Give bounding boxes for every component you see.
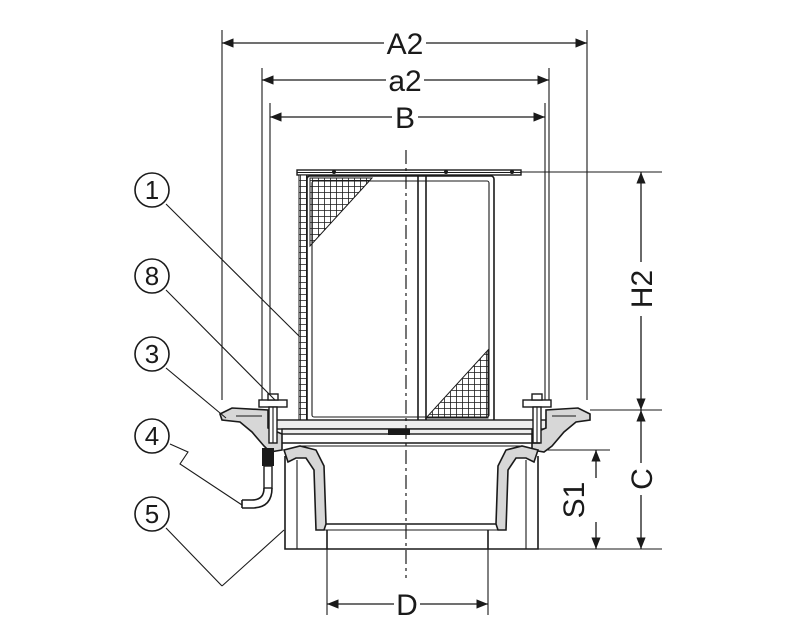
callout-8: 8 xyxy=(134,258,170,294)
callout-3-label: 3 xyxy=(145,339,159,369)
callout-4-label: 4 xyxy=(145,421,159,451)
dim-label-a2-lower: a2 xyxy=(388,65,421,98)
callout-5-label: 5 xyxy=(145,499,159,529)
cover-plate xyxy=(267,419,547,435)
callout-3: 3 xyxy=(134,336,170,372)
callout-8-label: 8 xyxy=(145,261,159,291)
extension-lines xyxy=(221,30,662,615)
callout-5: 5 xyxy=(134,496,170,532)
callout-1: 1 xyxy=(134,172,170,208)
dim-label-h2: H2 xyxy=(626,270,659,308)
dim-label-s1: S1 xyxy=(558,482,591,519)
strainer-basket xyxy=(296,169,522,431)
dim-label-c: C xyxy=(626,468,659,490)
leader-lines xyxy=(165,203,300,587)
callout-1-label: 1 xyxy=(145,175,159,205)
side-nozzle xyxy=(241,448,274,509)
callout-4: 4 xyxy=(134,418,170,454)
drain-body xyxy=(282,442,540,550)
dim-label-a2-upper: A2 xyxy=(387,28,424,61)
bolt-left xyxy=(258,393,288,444)
dim-label-b: B xyxy=(395,102,415,135)
dim-label-d: D xyxy=(396,589,418,622)
flange-left xyxy=(219,407,283,453)
bolt-right xyxy=(522,393,552,444)
